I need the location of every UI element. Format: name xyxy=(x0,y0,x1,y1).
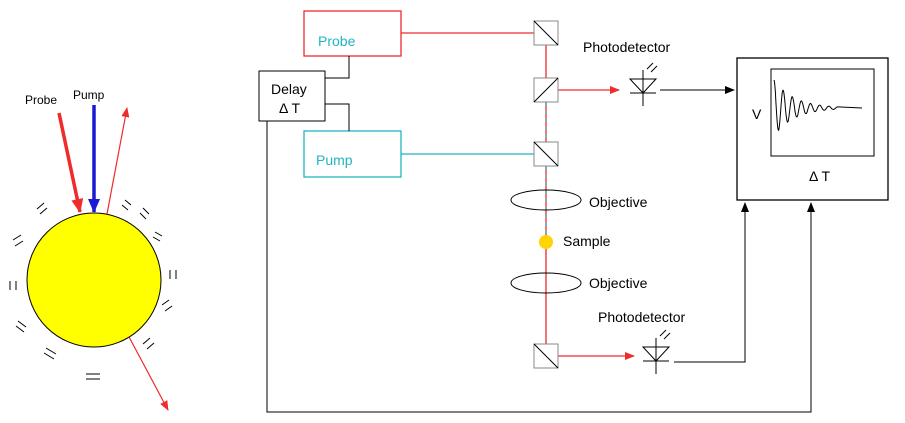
pump-laser-label: Pump xyxy=(316,152,353,168)
oscilloscope-axis-label: V xyxy=(752,106,762,122)
beam-splitter-top xyxy=(533,20,559,46)
delay-box xyxy=(258,70,326,122)
delay-trigger-line xyxy=(266,121,815,413)
probe-to-delay-line xyxy=(325,56,350,79)
objective-bottom-lens xyxy=(510,272,582,294)
vibration-marks xyxy=(9,199,177,380)
probe-laser-label: Probe xyxy=(318,33,356,49)
probe-laser-box xyxy=(303,10,402,57)
photodetector-bottom-label: Photodetector xyxy=(598,309,686,325)
delay-symbol: Δ T xyxy=(279,100,300,116)
reflected-probe-arrow xyxy=(106,107,130,215)
sample-dot xyxy=(539,235,553,249)
delay-label: Delay xyxy=(271,81,307,97)
oscilloscope-waveform xyxy=(773,79,863,131)
mirror-bottom xyxy=(533,343,559,369)
objective-top-lens xyxy=(510,189,582,211)
objective-bottom-label: Objective xyxy=(589,275,648,291)
photodetector-bottom-icon xyxy=(641,329,671,374)
beam-splitter-reference xyxy=(533,77,559,103)
objective-top-label: Objective xyxy=(589,194,648,210)
left-figure: Probe Pump xyxy=(9,88,177,411)
experimental-setup: Probe Pump Delay Δ T xyxy=(258,10,889,413)
left-pump-label: Pump xyxy=(73,88,105,102)
sample-label: Sample xyxy=(563,233,611,249)
incoming-probe-arrow xyxy=(57,112,84,213)
pump-laser-box xyxy=(303,130,402,178)
left-probe-label: Probe xyxy=(25,93,57,107)
oscilloscope-delay-label: Δ T xyxy=(809,168,830,184)
sphere xyxy=(26,212,162,348)
pump-to-delay-line xyxy=(325,103,350,131)
photodetector-top-icon xyxy=(628,62,658,106)
transmitted-probe-arrow xyxy=(127,334,169,411)
photodetector-bottom-signal xyxy=(674,202,749,363)
photodetector-top-label: Photodetector xyxy=(583,39,671,55)
oscilloscope-screen xyxy=(770,68,875,157)
beam-splitter-pump xyxy=(533,141,559,167)
